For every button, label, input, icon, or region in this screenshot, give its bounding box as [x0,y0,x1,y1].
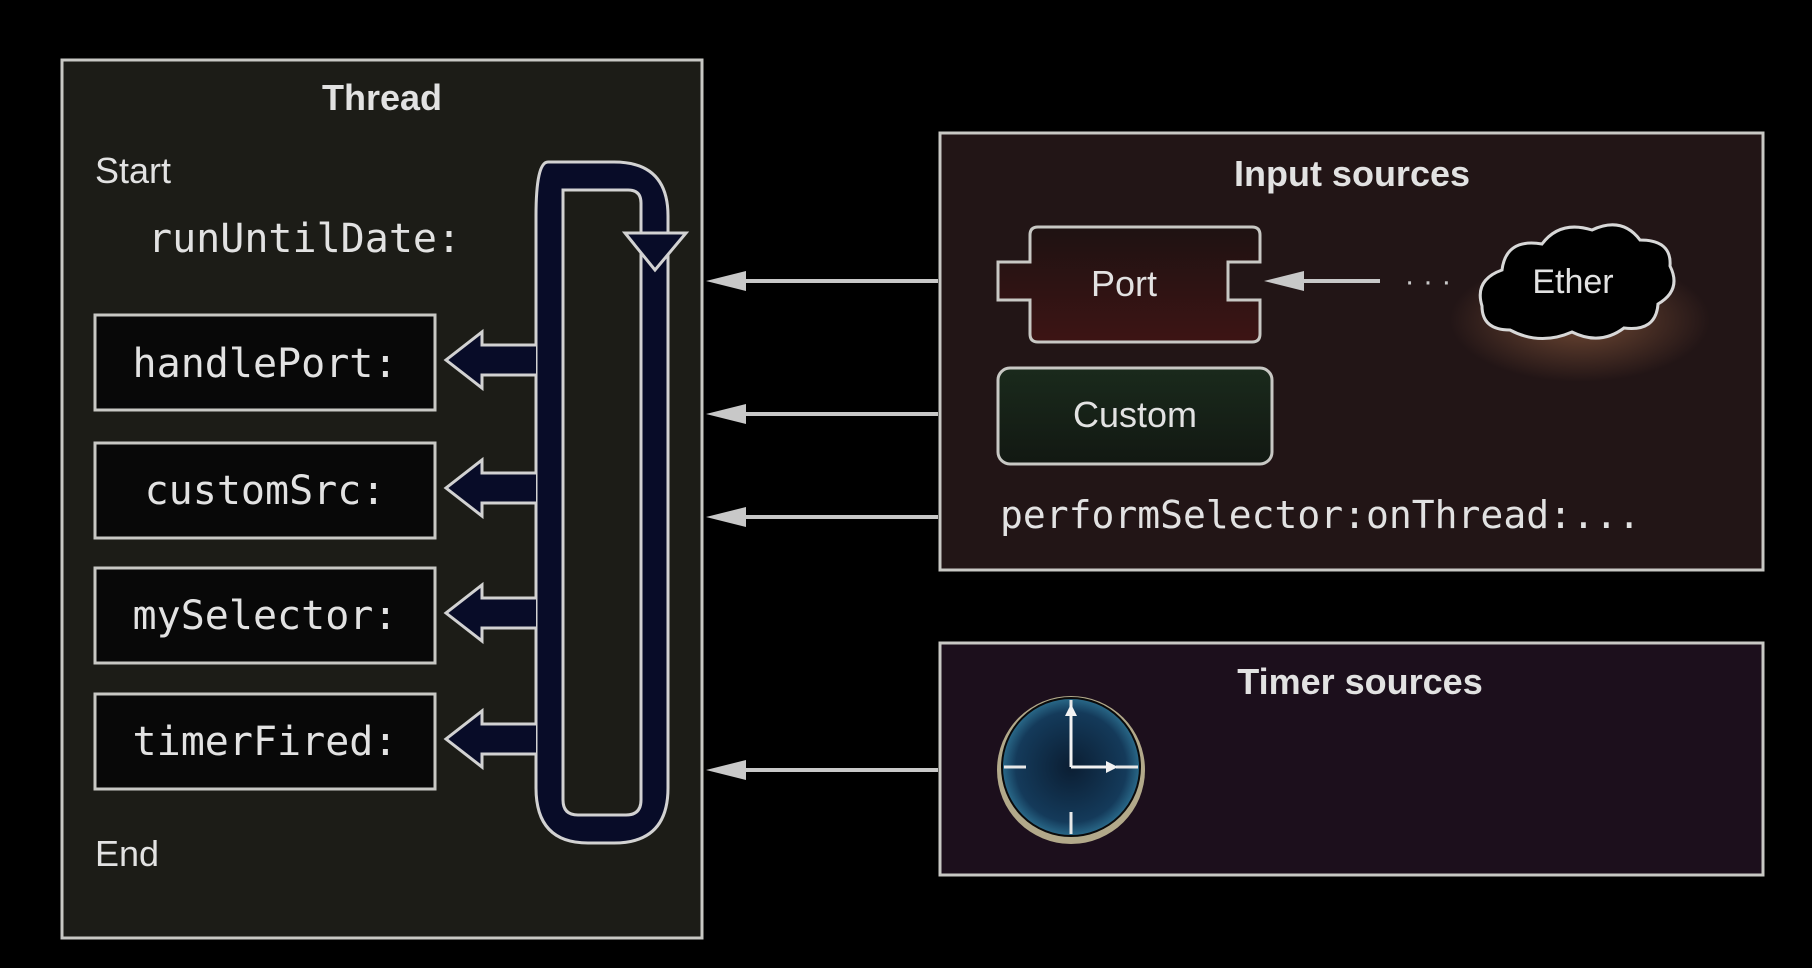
run-until-date-call: runUntilDate: [148,216,461,262]
perform-selector-label: performSelector:onThread:... [1000,493,1641,537]
dispatch-arrow [443,456,536,520]
handler-box [93,692,437,791]
ether-cloud: Ether [1450,223,1710,382]
thread-end-label: End [95,833,159,874]
handler-my-selector: mySelector: [93,566,437,665]
handler-label: handlePort: [133,341,398,387]
dispatch-arrow [443,328,536,392]
ether-to-port-arrow: · · · [1264,265,1451,298]
handler-handle-port: handlePort: [93,313,437,412]
handler-box [93,566,437,665]
timer-sources-panel: Timer sources [938,641,1765,877]
port-source: Port [996,225,1262,344]
thread-panel: Thread Start runUntilDate: End handlePor… [60,58,704,940]
dispatch-arrow [443,707,536,771]
handler-label: customSrc: [145,468,386,514]
source-connector [706,404,938,424]
handler-box [93,441,437,540]
source-connector [706,507,938,527]
run-loop-arrow [534,160,690,845]
dispatch-arrow [443,581,536,645]
input-sources-title: Input sources [1234,153,1470,194]
ether-label: Ether [1532,263,1613,301]
thread-title: Thread [322,77,442,118]
handler-custom-src: customSrc: [93,441,437,540]
handler-box [93,313,437,412]
port-label: Port [1091,263,1157,304]
handler-label: mySelector: [133,593,398,639]
source-connector [706,760,938,780]
custom-label: Custom [1073,394,1197,435]
custom-source: Custom [996,366,1274,466]
source-connector [706,271,938,291]
handler-label: timerFired: [133,719,398,765]
handler-timer-fired: timerFired: [93,692,437,791]
ether-ellipsis: · · · [1405,265,1452,298]
clock-icon [997,696,1145,844]
thread-start-label: Start [95,150,171,191]
input-sources-panel: Input sources Port · · · Ether Custom pe… [938,131,1765,572]
timer-sources-title: Timer sources [1237,661,1482,702]
